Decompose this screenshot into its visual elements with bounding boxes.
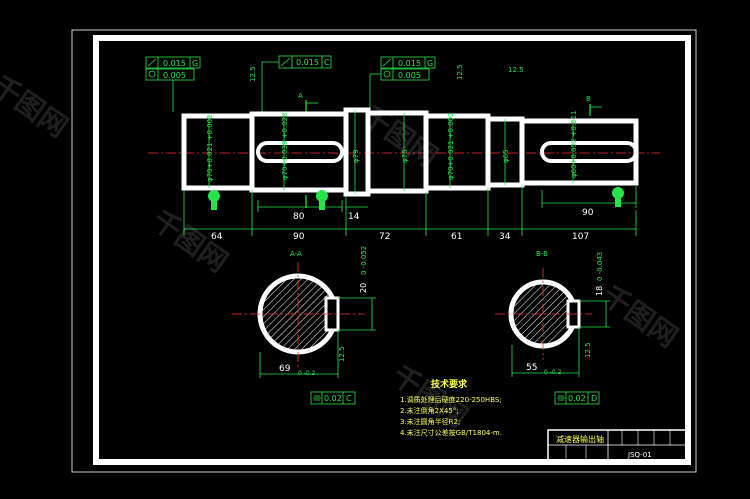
tol-right-datum: G [427, 59, 433, 68]
svg-text:C: C [346, 394, 352, 403]
length-dim-chain: 64 90 72 61 34 107 [183, 186, 637, 242]
section-b-width: 18 [595, 286, 604, 296]
section-title-b: B-B [536, 250, 548, 258]
svg-text:80: 80 [293, 212, 305, 222]
title-block: 减速器输出轴 JSQ-01 [547, 429, 687, 461]
shaft-outline [181, 107, 639, 197]
dia-key1: φ70+0.039 +0.020 [281, 112, 289, 180]
svg-text:90: 90 [582, 208, 594, 218]
section-a-depth-tol: 0 -0.2 [298, 370, 316, 377]
len-seg-4: 61 [451, 232, 462, 242]
roughness-general: 12.5 [508, 66, 524, 74]
svg-text:12.5: 12.5 [338, 346, 346, 362]
tolerance-frame-right: 0.015 G 0.005 [369, 56, 436, 112]
tolerance-frame-middle: 0.015 C [261, 55, 332, 112]
note-4: 4.未注尺寸公差按GB/T1804-m. [400, 428, 502, 437]
len-seg-2: 90 [293, 232, 305, 242]
title-block-name: 减速器输出轴 [556, 434, 604, 444]
section-a-width-tol: 0 -0.052 [360, 246, 368, 275]
section-a-width: 20 [359, 283, 368, 293]
tol-left-value1: 0.015 [163, 59, 186, 68]
svg-text:千图网: 千图网 [596, 279, 684, 354]
roughness-left: 12.5 [249, 66, 257, 82]
len-seg-3: 72 [379, 232, 390, 242]
svg-text:0.02: 0.02 [568, 394, 586, 403]
section-view-a: A-A 20 0 -0.052 69 0 -0.2 12.5 0.02 C [232, 246, 376, 405]
len-seg-5: 34 [499, 232, 511, 242]
title-block-code: JSQ-01 [627, 451, 652, 459]
tol-left-value2: 0.005 [163, 71, 186, 80]
tol-left-datum: G [192, 59, 198, 68]
section-a-sym-frame [310, 391, 356, 405]
keyways [256, 141, 638, 163]
section-b-depth: 55 [526, 363, 537, 373]
section-view-b: B-B 18 0 -0.043 55 0 -0.2 12.5 0.02 D [495, 250, 610, 405]
note-2: 2.未注倒角2X45°; [400, 406, 459, 415]
dia-end: φ60+0.032 +0.011 [570, 110, 578, 178]
tol-right-value1: 0.015 [398, 59, 421, 68]
section-a-depth: 69 [279, 364, 291, 374]
len-seg-1: 64 [211, 232, 223, 242]
svg-text:12.5: 12.5 [584, 342, 592, 358]
note-3: 3.未注圆角半径R2; [400, 417, 460, 426]
note-1: 1.调质处理后硬度220-250HBS; [400, 395, 502, 404]
len-seg-6: 107 [572, 232, 589, 242]
section-marker-b: B [586, 95, 602, 116]
dia-left: φ70+0.021 +0.002 [206, 114, 214, 182]
roughness-right: 12.5 [456, 64, 464, 80]
section-b-depth-tol: 0 -0.2 [544, 369, 562, 376]
svg-text:A: A [298, 92, 303, 100]
section-b-width-tol: 0 -0.043 [596, 252, 604, 281]
tol-mid-datum: C [324, 58, 330, 67]
shaft-dim-guides [208, 110, 574, 194]
sheet-border [71, 29, 697, 473]
svg-text:D: D [591, 394, 597, 403]
section-title-a: A-A [290, 250, 302, 258]
datum-markers [208, 187, 624, 210]
dia-collar: φ79 [352, 149, 360, 163]
diameter-labels: φ70+0.021 +0.002 φ70+0.039 +0.020 φ79 φ7… [206, 110, 578, 182]
drawing-frame [93, 35, 691, 465]
svg-text:0.02: 0.02 [324, 394, 342, 403]
keyway-dim-2: 90 [541, 186, 637, 218]
tol-mid-value: 0.015 [296, 58, 319, 67]
tol-right-value2: 0.005 [398, 71, 421, 80]
dia-65: φ65 [502, 149, 510, 163]
notes-title: 技术要求 [431, 378, 468, 390]
section-b-sym-frame [554, 391, 600, 405]
shoulder-dim: 14 [346, 206, 368, 222]
keyway-dim-1: 80 [257, 200, 343, 222]
dia-75: φ75 [401, 149, 409, 163]
technical-notes: 技术要求 1.调质处理后硬度220-250HBS; 2.未注倒角2X45°; 3… [400, 378, 502, 437]
svg-text:千图网: 千图网 [0, 69, 74, 144]
dia-right: φ70+0.021 +0.002 [447, 112, 455, 180]
svg-text:14: 14 [348, 212, 360, 222]
section-marker-a: A [298, 92, 318, 208]
svg-text:B: B [586, 95, 591, 103]
tolerance-frame-left: 0.015 G 0.005 [145, 56, 201, 112]
